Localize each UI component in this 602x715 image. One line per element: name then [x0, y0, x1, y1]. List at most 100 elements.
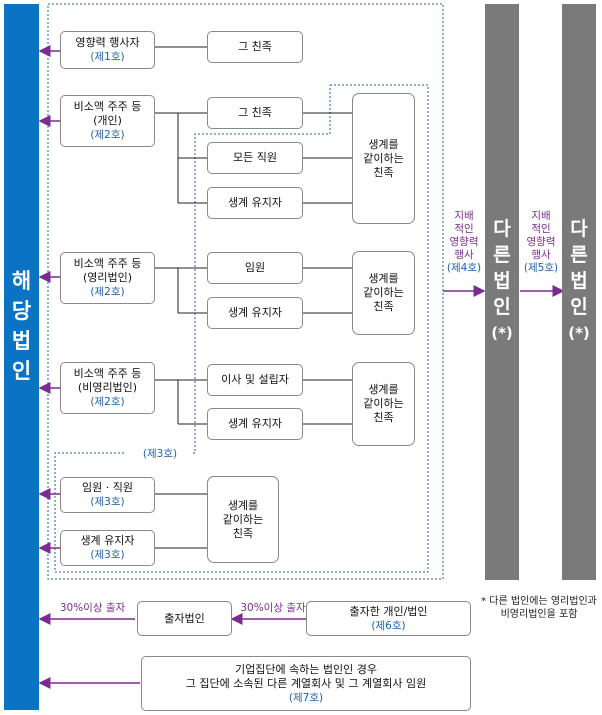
node-label: 영향력 행사자: [75, 36, 140, 49]
node-label: 비소액 주주 등: [73, 257, 142, 270]
node-label: (비영리법인): [77, 381, 138, 394]
node-label: 친족: [373, 300, 394, 313]
control-text: 적인: [454, 223, 474, 235]
other-corp-bar-1: 다 른 법 인 (*): [485, 4, 519, 580]
node-label: (영리법인): [82, 271, 133, 284]
other-corp-char: 른: [570, 244, 588, 266]
control-text: 행사: [454, 249, 474, 261]
control-text: 적인: [531, 223, 551, 235]
other-corp-char: 른: [493, 244, 511, 266]
node-director: 이사 및 설립자: [207, 364, 303, 396]
node-dependent-4: 생계 유지자 (제3호): [60, 530, 155, 566]
node-label: 그 집단에 소속된 다른 계열회사 및 그 계열회사 임원: [185, 676, 427, 690]
node-label: 같이하는: [363, 151, 404, 165]
node-item: (제6호): [371, 619, 406, 632]
node-label: (개인): [93, 114, 122, 127]
node-label: 생계 유지자: [227, 306, 283, 319]
control-text: 영향력: [449, 236, 479, 248]
node-label: 기업집단에 속하는 법인인 경우: [234, 662, 378, 676]
node-family-3: 생계를 같이하는 친족: [352, 362, 415, 446]
footnote: * 다른 법인에는 영리법인과 비영리법인을 포함: [478, 595, 600, 621]
node-label: 생계를: [368, 383, 399, 396]
control-text: 행사: [531, 249, 551, 261]
other-corp-char: 다: [570, 218, 588, 240]
node-label: 친족: [232, 526, 254, 540]
node-minor-individual: 비소액 주주 등 (개인) (제2호): [60, 95, 155, 147]
control-text: 지배: [454, 210, 474, 222]
node-label: 같이하는: [363, 397, 404, 410]
node-dependent-2: 생계 유지자: [207, 297, 303, 329]
invest-label-left: 30%이상 출자: [59, 602, 126, 614]
node-minor-corp: 비소액 주주 등 (영리법인) (제2호): [60, 252, 155, 304]
target-corp-char: 인: [11, 359, 32, 383]
node-item: (제3호): [90, 496, 125, 508]
control-item: (제5호): [523, 262, 559, 274]
other-corp-char: 다: [493, 218, 511, 240]
node-family-2: 생계를 같이하는 친족: [352, 251, 415, 335]
node-label: 친족: [373, 411, 394, 424]
other-corp-char: 인: [493, 296, 511, 318]
other-corp-char: (*): [568, 324, 590, 342]
node-label: 임원 · 직원: [82, 481, 133, 494]
node-family-4: 생계를 같이하는 친족: [207, 476, 279, 563]
footnote-line: * 다른 법인에는 영리법인과: [481, 596, 597, 607]
node-item: (제2호): [90, 129, 125, 141]
target-corp-char: 해: [11, 269, 32, 293]
node-officer-staff: 임원 · 직원 (제3호): [60, 477, 155, 513]
target-corp-char: 법: [11, 329, 32, 353]
target-corp-bar: 해 당 법 인: [4, 4, 39, 710]
node-family-1: 생계를 같이하는 친족: [352, 93, 415, 224]
item3-label: (제3호): [142, 448, 178, 460]
node-label: 그 친족: [238, 40, 272, 53]
node-investor: 출자한 개인/법인 (제6호): [306, 601, 471, 636]
node-item: (제1호): [90, 51, 125, 63]
control-text: 영향력: [526, 236, 556, 248]
node-label: 생계 유지자: [227, 196, 283, 209]
other-corp-char: 인: [570, 296, 588, 318]
control-label-2: 지배 적인 영향력 행사 (제5호): [519, 210, 563, 275]
node-label: 생계를: [368, 272, 399, 285]
node-label: 같이하는: [222, 512, 264, 526]
node-item: (제2호): [90, 286, 125, 298]
node-label: 모든 직원: [233, 151, 277, 164]
node-all-staff: 모든 직원: [207, 142, 303, 174]
node-minor-nonprofit: 비소액 주주 등 (비영리법인) (제2호): [60, 362, 155, 414]
node-label: 비소액 주주 등: [73, 367, 142, 380]
invest-label-right: 30%이상 출자: [240, 602, 306, 614]
other-corp-char: 법: [493, 270, 511, 292]
node-influence-relatives: 그 친족: [207, 31, 303, 63]
node-label: 출자법인: [164, 611, 205, 625]
node-label: 그 친족: [238, 106, 272, 119]
node-label: 같이하는: [363, 286, 404, 299]
node-label: 임원: [244, 261, 266, 274]
node-label: 생계를: [227, 498, 259, 512]
node-label: 생계 유지자: [80, 534, 135, 547]
node-group-affiliates: 기업집단에 속하는 법인인 경우 그 집단에 소속된 다른 계열회사 및 그 계…: [141, 656, 471, 711]
control-text: 지배: [531, 210, 551, 222]
control-label-1: 지배 적인 영향력 행사 (제4호): [443, 210, 485, 275]
control-item: (제4호): [446, 262, 482, 274]
other-corp-bar-2: 다 른 법 인 (*): [562, 4, 596, 580]
other-corp-char: (*): [491, 324, 513, 342]
outer-dotted-frame: [47, 3, 444, 580]
node-dependent-3: 생계 유지자: [207, 408, 303, 440]
node-minor-ind-relatives: 그 친족: [207, 97, 303, 129]
node-item: (제2호): [90, 396, 125, 408]
item3-dotted-frame: [54, 84, 429, 573]
node-label: 이사 및 설립자: [221, 373, 289, 386]
footnote-line: 비영리법인을 포함: [500, 609, 578, 620]
node-invested-corp: 출자법인: [137, 601, 232, 636]
node-label: 생계 유지자: [227, 417, 283, 430]
node-item: (제7호): [288, 691, 324, 704]
node-label: 생계를: [368, 137, 399, 151]
target-corp-char: 당: [11, 299, 32, 323]
node-dependent-1: 생계 유지자: [207, 187, 303, 219]
node-label: 출자한 개인/법인: [349, 604, 428, 618]
node-label: 비소액 주주 등: [73, 100, 142, 113]
node-influence: 영향력 행사자 (제1호): [60, 31, 155, 69]
other-corp-char: 법: [570, 270, 588, 292]
node-label: 친족: [373, 165, 394, 179]
node-item: (제3호): [90, 549, 125, 561]
node-executive: 임원: [207, 252, 303, 284]
